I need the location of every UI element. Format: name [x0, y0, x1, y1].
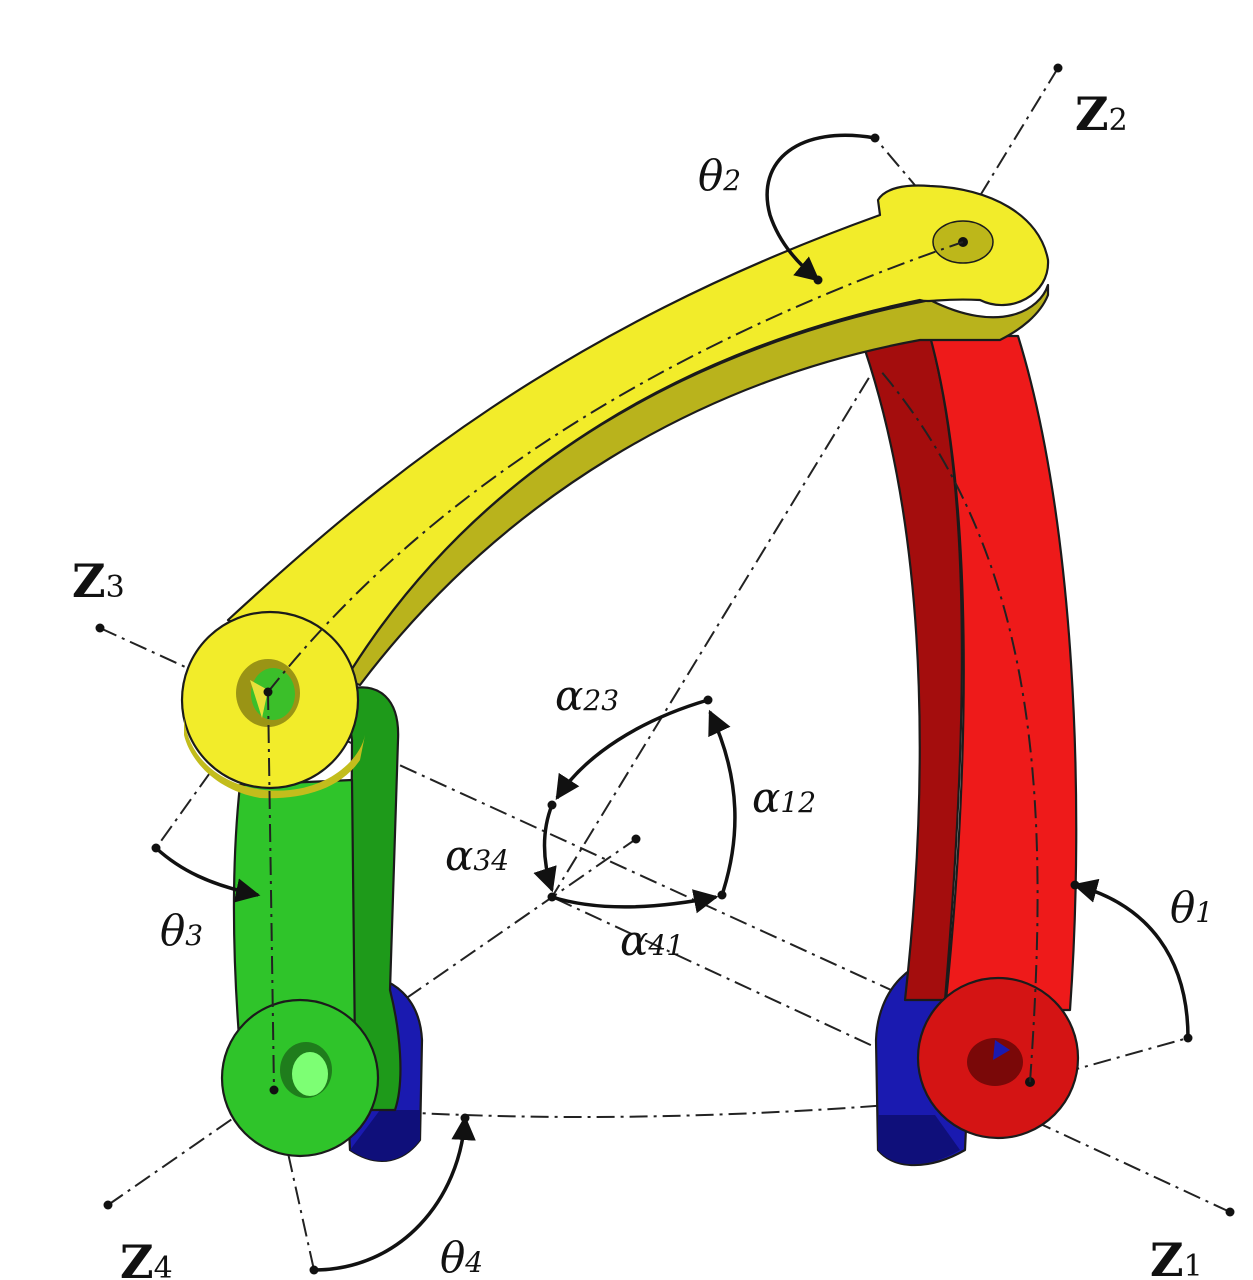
label-theta1: θ1 [1170, 883, 1213, 932]
axis-z2-line [551, 67, 1059, 898]
theta1-ref-line [1029, 1037, 1189, 1083]
label-alpha12: α12 [752, 773, 816, 822]
label-alpha23: α23 [555, 671, 619, 720]
angle-arcs [154, 133, 1190, 1272]
label-z4: Z4 [120, 1235, 173, 1280]
label-z1: Z1 [1150, 1233, 1203, 1280]
label-theta2: θ2 [698, 151, 741, 200]
alpha34-arc [533, 804, 557, 893]
theta2-arc [765, 133, 876, 282]
link-centerlines [267, 241, 1039, 1091]
alpha23-arc [555, 698, 709, 801]
theta1-arc [1072, 878, 1190, 1039]
label-alpha34: α34 [445, 831, 509, 880]
theta4-ref-line [273, 1089, 315, 1271]
alpha12-arc [708, 709, 737, 896]
theta4-arc [313, 1115, 476, 1272]
label-theta4: θ4 [440, 1233, 483, 1280]
alpha41-arc [551, 889, 719, 914]
label-alpha41: α41 [620, 916, 684, 965]
reference-points [95, 63, 1235, 1275]
theta3-arc [154, 846, 261, 903]
link-yellow [180, 184, 1050, 799]
label-theta3: θ3 [160, 906, 203, 955]
label-z3: Z3 [72, 554, 125, 608]
link-green [220, 686, 402, 1158]
label-z2: Z2 [1075, 87, 1128, 141]
